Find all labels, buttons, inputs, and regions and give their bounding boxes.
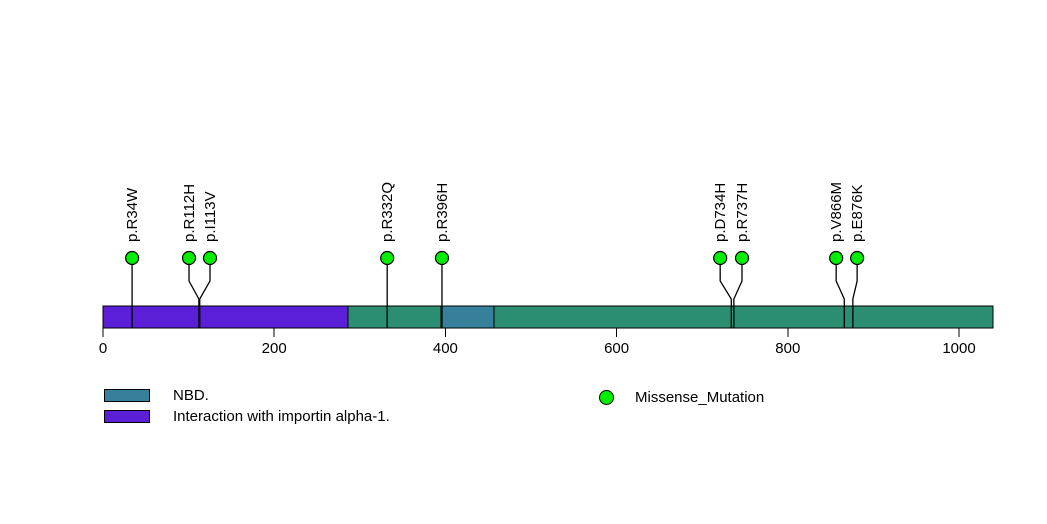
mutation-label: p.E876K bbox=[849, 184, 866, 242]
mutation-legend: Missense_Mutation bbox=[599, 389, 764, 406]
mutation-label: p.I113V bbox=[202, 191, 219, 242]
missense-marker-icon bbox=[599, 390, 614, 405]
lollipop-marker bbox=[734, 250, 750, 266]
legend-item-missense: Missense_Mutation bbox=[599, 389, 764, 406]
axis-tick-label: 400 bbox=[433, 340, 458, 357]
mutation-label: p.R34W bbox=[124, 187, 141, 242]
importin-color-swatch bbox=[104, 410, 150, 423]
legend-label-importin: Interaction with importin alpha-1. bbox=[173, 408, 390, 425]
lollipop-stem bbox=[199, 258, 211, 328]
lollipop-marker bbox=[181, 250, 197, 266]
domain-legend: NBD. Interaction with importin alpha-1. bbox=[104, 385, 390, 427]
lollipop-stem bbox=[188, 258, 200, 328]
axis-tick-label: 800 bbox=[775, 340, 800, 357]
lollipop-marker bbox=[850, 250, 865, 266]
domain-rect-0 bbox=[102, 305, 349, 329]
mutation-label: p.D734H bbox=[712, 183, 729, 242]
lollipop-marker bbox=[380, 250, 395, 266]
domain-rect-1 bbox=[440, 305, 495, 329]
lollipop-marker bbox=[713, 250, 728, 266]
axis-tick-label: 600 bbox=[604, 340, 629, 357]
lollipop-marker bbox=[202, 250, 218, 266]
lollipop-stem bbox=[733, 258, 743, 328]
mutation-label: p.R737H bbox=[734, 183, 751, 242]
lollipop-marker bbox=[125, 250, 140, 266]
axis-tick-label: 1000 bbox=[942, 340, 975, 357]
mutation-label: p.R332Q bbox=[379, 182, 396, 242]
mutation-label: p.V866M bbox=[828, 182, 845, 242]
axis-tick-label: 200 bbox=[262, 340, 287, 357]
lollipop-marker bbox=[434, 250, 450, 266]
legend-label-nbd: NBD. bbox=[173, 387, 209, 404]
mutation-label: p.R396H bbox=[434, 183, 451, 242]
lollipop-stem bbox=[852, 258, 858, 328]
lollipop-marker bbox=[829, 250, 844, 266]
mutation-label: p.R112H bbox=[181, 184, 198, 242]
legend-label-missense: Missense_Mutation bbox=[635, 389, 765, 406]
axis-tick-label: 0 bbox=[99, 340, 107, 357]
lollipop-stem bbox=[719, 258, 732, 328]
legend-item-nbd: NBD. bbox=[104, 385, 390, 406]
legend-item-importin: Interaction with importin alpha-1. bbox=[104, 406, 390, 427]
lollipop-stem bbox=[835, 258, 845, 328]
nbd-color-swatch bbox=[104, 389, 150, 402]
